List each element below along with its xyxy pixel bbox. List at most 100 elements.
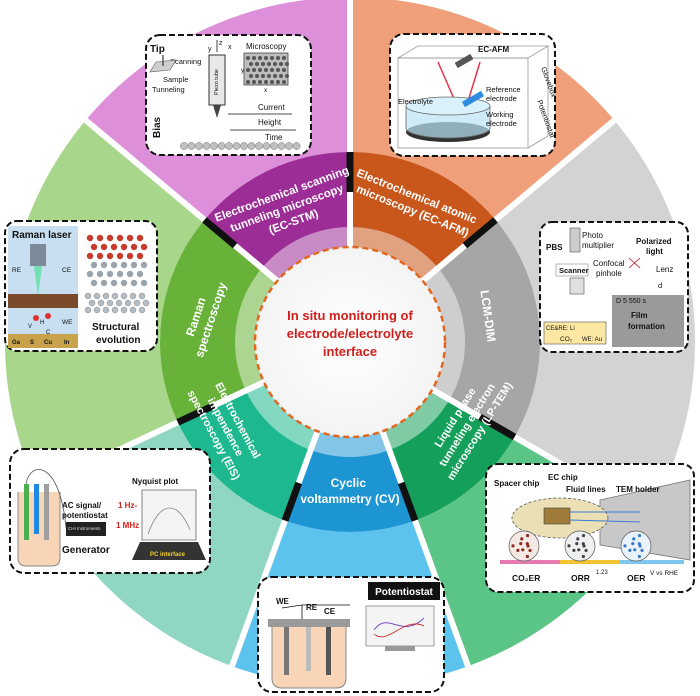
stm-atom-dot (249, 62, 253, 66)
inset-cv: Potentiostat WE RE CE (257, 576, 445, 693)
raman-substrate (8, 334, 78, 348)
lcm-time-label: D 5 550 s (616, 298, 646, 305)
tem-particle (631, 542, 635, 546)
tem-holder-label: TEM holder (616, 485, 660, 494)
inset-ec-stm: Tip Scanning Sample Tunneling Bias Piezo… (145, 34, 312, 156)
stm-sample-atom (187, 142, 196, 150)
raman-lattice-atom (86, 270, 94, 278)
lcm-confocal-label1: Confocal (593, 259, 625, 268)
lcm-scanner-box (555, 263, 589, 277)
stm-atom-dot (276, 80, 280, 84)
lcm-we-label: WE: Au (582, 337, 602, 343)
raman-base-atom (102, 306, 110, 314)
cv-potentiostat-box (368, 582, 440, 600)
raman-c-label: C (46, 330, 51, 336)
raman-base-atom (124, 299, 132, 307)
stm-bias-label: Bias (152, 116, 163, 138)
raman-lattice-atom (90, 243, 98, 251)
raman-lattice-atom (120, 279, 128, 287)
tem-ec-chip (543, 507, 571, 525)
tem-spacer-label: Spacer chip (494, 479, 539, 488)
tem-particle (637, 554, 641, 559)
eis-electrode-1 (24, 484, 29, 540)
separator-lcm (420, 117, 617, 284)
lcm-pbs-label: PBS (546, 243, 563, 252)
tem-particle (525, 533, 530, 538)
separator-dark-tem (478, 413, 517, 441)
lcm-cell (543, 321, 607, 345)
raman-objective (30, 244, 46, 266)
lcm-film-image (612, 295, 684, 347)
segment-label-cv: Cyclic voltammetry (CV) (300, 476, 399, 506)
raman-lattice-atom (96, 234, 104, 242)
stm-atom-dot (270, 56, 274, 60)
stm-atom-dot (255, 62, 259, 66)
stm-sample-atom (195, 142, 203, 150)
stm-axis-y-label: y (208, 46, 212, 53)
tem-particle (567, 544, 571, 548)
center-title-line3: interface (323, 344, 377, 359)
inset-lp-tem: TEM holder Spacer chip EC chip Fluid lin… (485, 463, 695, 593)
raman-lattice-atom (106, 270, 114, 278)
eis-nyquist-curve (147, 507, 191, 535)
cv-ce-electrode (326, 627, 331, 675)
raman-base-atom (115, 299, 123, 307)
stm-atom-dot (261, 62, 265, 66)
stm-atom-dot (252, 56, 256, 60)
eis-nyquist-label: Nyquist plot (132, 477, 179, 486)
lcm-film-label1: Film (631, 311, 647, 320)
stm-atom-dot (246, 80, 250, 84)
eis-brand-label: CHI Instruments (68, 526, 101, 531)
tem-particles (511, 533, 644, 559)
tem-particle (520, 537, 524, 541)
stm-image-x-label: x (264, 87, 268, 94)
raman-cu-label: Cu (44, 340, 52, 346)
tem-orr-label: ORR (571, 573, 590, 583)
raman-ga-label: Ga (12, 340, 21, 346)
tem-particle (528, 548, 532, 553)
raman-structural-label1: Structural (92, 322, 139, 333)
stm-atom-dot (264, 80, 268, 84)
raman-lattice-atom (130, 279, 138, 287)
raman-base-atom (84, 306, 92, 314)
lcm-cere-label: CE&RE: Li (546, 326, 575, 332)
inset-raman: Raman laser RE CE WE V H C Ga S Cu In St… (4, 220, 158, 352)
separator-dark-cv (398, 481, 419, 522)
lcm-d-label: d (658, 281, 662, 290)
raman-base-atom (129, 306, 137, 314)
stm-atom-dot (246, 68, 250, 72)
raman-ce-label: CE (62, 267, 72, 274)
stm-probe-tip (213, 105, 221, 118)
tem-vrhe-label: V vs RHE (650, 570, 679, 577)
tem-v123-label: 1.23 (596, 570, 608, 576)
stm-atom-dot (273, 62, 277, 66)
tem-particle (575, 542, 579, 546)
stm-sample-atom (277, 142, 286, 150)
stm-atom-dot (255, 74, 259, 78)
stm-atom-dot (282, 68, 286, 72)
stm-sample-atom (247, 142, 256, 150)
separator-dark-raman (176, 402, 216, 426)
stm-microscopy-label: Microscopy (246, 42, 286, 51)
tem-axis-band-oer (620, 560, 684, 564)
center-title-line2: electrode/electrolyte (287, 326, 413, 341)
cv-re-electrode (306, 627, 311, 671)
raman-lattice-atom (96, 252, 104, 260)
cv-re-label: RE (306, 603, 318, 612)
tem-particle (633, 548, 637, 552)
inner-segment-raman (160, 219, 278, 423)
stm-sample-atom (262, 142, 271, 150)
afm-reference-label1: Reference (486, 85, 521, 94)
separators (36, 0, 651, 668)
stm-tip-label: Tip (150, 44, 165, 55)
tem-particle (581, 533, 586, 538)
afm-title: EC-AFM (478, 45, 509, 54)
afm-reference-electrode (461, 90, 485, 108)
raman-lattice-atom (136, 234, 144, 242)
raman-lattice-atom (116, 234, 124, 242)
tem-particle (521, 548, 525, 552)
raman-adsorbate-1 (33, 315, 39, 321)
raman-v-label: V (28, 324, 32, 330)
cv-monitor-stand (385, 646, 415, 651)
